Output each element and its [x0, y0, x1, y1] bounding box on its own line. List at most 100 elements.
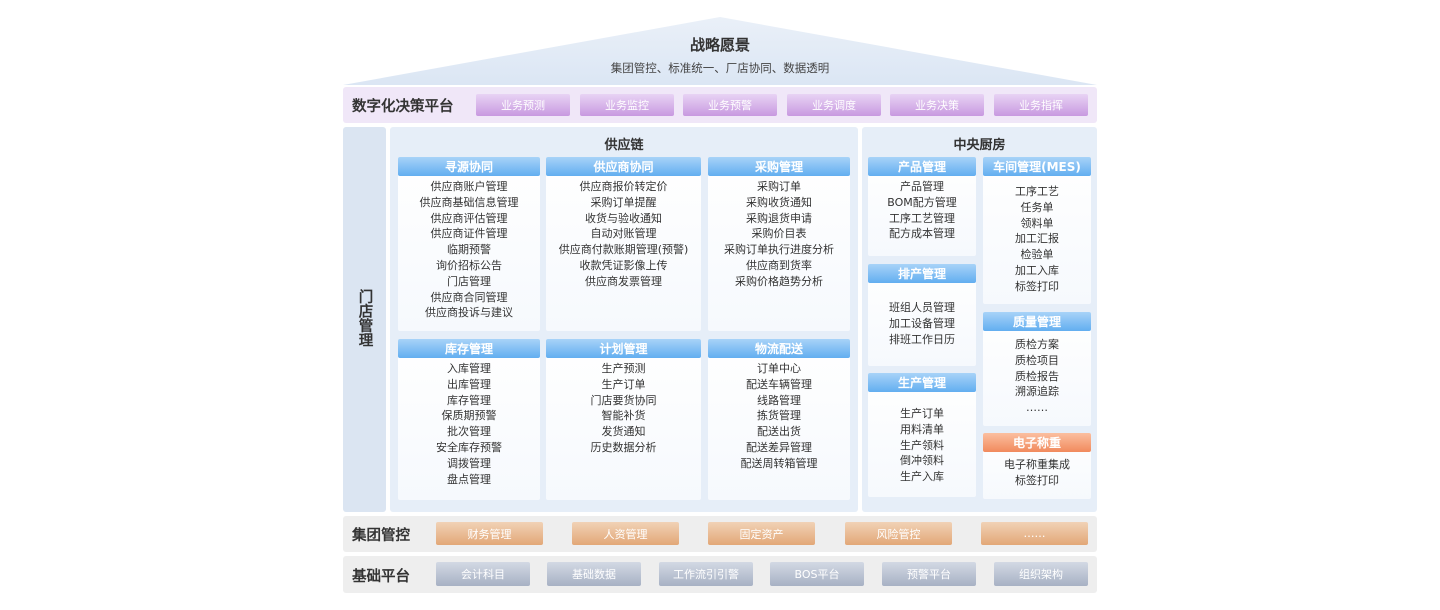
card-header: 计划管理	[546, 339, 701, 358]
card-item: 供应商账户管理	[430, 180, 508, 193]
group-button[interactable]: 人资管理	[572, 522, 679, 545]
base-button[interactable]: 基础数据	[547, 562, 641, 586]
vision-subtitle: 集团管控、标准统一、厂店协同、数据透明	[610, 61, 830, 75]
card-item: 收款凭证影像上传	[579, 258, 668, 272]
card-item-list: 采购订单采购收货通知采购退货申请采购价目表采购订单执行进度分析供应商到货率采购价…	[708, 176, 850, 290]
card-item: 历史数据分析	[590, 440, 657, 454]
card-item: 门店管理	[447, 274, 491, 288]
card-item: 供应商基础信息管理	[419, 195, 519, 209]
base-button[interactable]: BOS平台	[770, 562, 864, 586]
card-item: 配送出货	[757, 425, 801, 439]
card-item: 质检方案	[1015, 338, 1059, 351]
card-header: 产品管理	[868, 157, 976, 176]
card-item: 调拨管理	[447, 456, 491, 470]
card-item: 工序工艺管理	[889, 211, 955, 225]
supply-chain-panel: 供应链 寻源协同供应商账户管理供应商基础信息管理供应商评估管理供应商证件管理临期…	[390, 127, 858, 512]
card-item: 订单中心	[757, 362, 801, 375]
card-item: 收货与验收通知	[585, 211, 662, 225]
card-item: 领料单	[1020, 216, 1054, 230]
supply-card: 采购管理采购订单采购收货通知采购退货申请采购价目表采购订单执行进度分析供应商到货…	[708, 157, 850, 331]
decision-button[interactable]: 业务预测	[476, 94, 570, 116]
base-platform-label: 基础平台	[352, 569, 410, 585]
card-item: 加工汇报	[1015, 232, 1059, 246]
card-item-list: 生产预测生产订单门店要货协同智能补货发货通知历史数据分析	[546, 358, 701, 456]
card-item: 供应商投诉与建议	[425, 306, 513, 320]
card-item: 配方成本管理	[889, 227, 955, 241]
card-item: 安全库存预警	[436, 440, 502, 454]
card-item: 配送周转箱管理	[740, 456, 818, 470]
card-item: 用料清单	[900, 422, 944, 436]
supply-card: 计划管理生产预测生产订单门店要货协同智能补货发货通知历史数据分析	[546, 339, 701, 500]
card-item: 发货通知	[601, 425, 646, 439]
card-item: 采购价格趋势分析	[735, 274, 823, 288]
card-item: 供应商合同管理	[430, 290, 508, 304]
card-item: 供应商报价转定价	[579, 180, 668, 193]
card-item-list: 电子称重集成标签打印	[983, 452, 1091, 489]
card-item: 线路管理	[757, 393, 801, 407]
card-item: 生产预测	[601, 362, 646, 375]
card-item: 质检项目	[1015, 353, 1059, 367]
supply-card: 库存管理入库管理出库管理库存管理保质期预警批次管理安全库存预警调拨管理盘点管理	[398, 339, 540, 500]
base-button[interactable]: 预警平台	[882, 562, 976, 586]
store-management-column: 门店管理	[343, 127, 386, 512]
supply-card: 寻源协同供应商账户管理供应商基础信息管理供应商评估管理供应商证件管理临期预警询价…	[398, 157, 540, 331]
card-item: 检验单	[1020, 248, 1054, 262]
group-button[interactable]: 风险管控	[845, 522, 952, 545]
card-item: ……	[1026, 401, 1048, 415]
card-item: 供应商付款账期管理(预警)	[558, 243, 689, 257]
decision-button[interactable]: 业务监控	[580, 94, 674, 116]
card-header: 供应商协同	[546, 157, 701, 176]
store-management-label: 门店管理	[356, 289, 373, 347]
base-platform-row: 基础平台 会计科目基础数据工作流引引警 BOS平台预警平台组织架构	[343, 556, 1097, 593]
card-item-list: 班组人员管理加工设备管理排班工作日历	[868, 283, 976, 347]
card-item: 质检报告	[1015, 369, 1059, 383]
card-item: 班组人员管理	[889, 301, 955, 314]
decision-button[interactable]: 业务指挥	[994, 94, 1088, 116]
card-header: 电子称重	[983, 433, 1091, 452]
group-button[interactable]: ……	[981, 522, 1088, 545]
card-item: 采购订单执行进度分析	[724, 243, 834, 257]
card-item: 采购退货申请	[746, 211, 812, 225]
card-item: 盘点管理	[447, 472, 491, 486]
card-item: 生产订单	[601, 377, 646, 391]
supply-card: 物流配送订单中心配送车辆管理线路管理拣货管理配送出货配送差异管理配送周转箱管理	[708, 339, 850, 500]
roof-shape	[343, 17, 1097, 85]
supply-card: 供应商协同供应商报价转定价采购订单提醒收货与验收通知自动对账管理供应商付款账期管…	[546, 157, 701, 331]
card-header: 质量管理	[983, 312, 1091, 331]
group-button[interactable]: 财务管理	[436, 522, 543, 545]
kitchen-card: 排产管理班组人员管理加工设备管理排班工作日历	[868, 264, 976, 366]
card-item: 供应商到货率	[746, 258, 812, 272]
base-button[interactable]: 工作流引引警	[659, 562, 753, 586]
card-item: 拣货管理	[757, 409, 801, 423]
card-item: 生产领料	[900, 438, 944, 452]
group-button[interactable]: 固定资产	[708, 522, 815, 545]
decision-button[interactable]: 业务预警	[683, 94, 777, 116]
card-item: 采购价目表	[751, 227, 807, 241]
card-header: 排产管理	[868, 264, 976, 283]
card-item: 标签打印	[1015, 473, 1059, 487]
card-item-list: 入库管理出库管理库存管理保质期预警批次管理安全库存预警调拨管理盘点管理	[398, 358, 540, 487]
card-item: BOM配方管理	[887, 195, 957, 209]
card-item: 生产入库	[900, 470, 944, 484]
card-item: 配送车辆管理	[746, 377, 812, 391]
decision-button[interactable]: 业务决策	[890, 94, 984, 116]
base-button[interactable]: 会计科目	[436, 562, 530, 586]
card-item: 生产订单	[900, 407, 944, 420]
card-item: 电子称重集成	[1004, 458, 1070, 471]
card-item-list: 质检方案质检项目质检报告溯源追踪……	[983, 331, 1091, 416]
decision-button[interactable]: 业务调度	[787, 94, 881, 116]
card-item-list: 生产订单用料清单生产领料倒冲领料生产入库	[868, 392, 976, 485]
card-item: 批次管理	[447, 425, 491, 439]
card-item: 询价招标公告	[436, 258, 502, 272]
card-item: 供应商评估管理	[430, 211, 508, 225]
card-item: 智能补货	[601, 409, 646, 423]
base-button[interactable]: 组织架构	[994, 562, 1088, 586]
card-item: 采购订单提醒	[590, 195, 657, 209]
vision-title: 战略愿景	[689, 36, 750, 54]
decision-platform-row: 数字化决策平台 业务预测业务监控业务预警业务调度业务决策业务指挥	[343, 87, 1097, 123]
card-item-list: 供应商报价转定价采购订单提醒收货与验收通知自动对账管理供应商付款账期管理(预警)…	[546, 176, 701, 290]
kitchen-card: 电子称重电子称重集成标签打印	[983, 433, 1091, 499]
card-item: 供应商证件管理	[430, 227, 508, 241]
